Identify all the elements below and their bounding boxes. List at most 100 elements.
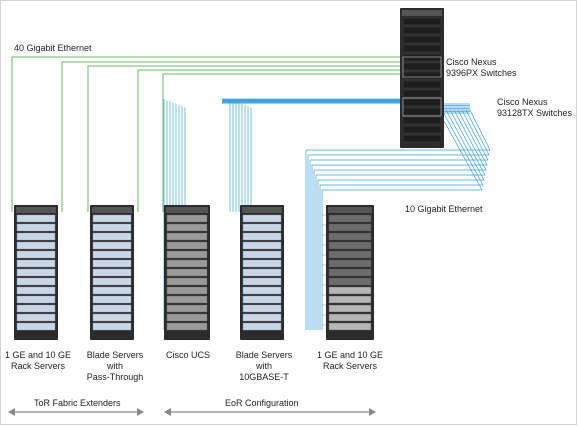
ucs-blade: [166, 295, 208, 304]
server-unit: [92, 277, 132, 286]
server-rack-1: [14, 205, 58, 340]
ten-gig-label: 10 Gigabit Ethernet: [405, 204, 483, 214]
leaf-switch-label-line2: 93128TX Switches: [497, 108, 573, 118]
ucs-blade: [166, 214, 208, 223]
server-unit: [92, 223, 132, 232]
blue-10ge-link: [319, 109, 484, 330]
rack-top-panel: [166, 207, 208, 213]
rack-caption-3: Cisco UCS: [165, 350, 210, 360]
server-rack-2: [90, 205, 134, 340]
rack-unit: [402, 62, 442, 71]
server-unit: [242, 295, 282, 304]
server-unit: [328, 313, 372, 322]
server-unit: [16, 268, 56, 277]
server-unit: [92, 214, 132, 223]
server-unit: [328, 259, 372, 268]
server-unit: [16, 223, 56, 232]
server-unit: [92, 268, 132, 277]
rack-unit: [402, 44, 442, 53]
server-unit: [328, 304, 372, 313]
tor-span-arrow: [8, 408, 144, 416]
rack-unit: [402, 125, 442, 134]
tor-fabric-extenders-label: ToR Fabric Extenders: [34, 398, 121, 408]
server-unit: [92, 313, 132, 322]
ucs-blade: [166, 322, 208, 331]
server-unit: [16, 304, 56, 313]
arrow-head-right: [137, 408, 144, 416]
rack-top-panel: [92, 207, 132, 213]
rack-unit: [402, 35, 442, 44]
blue-10ge-link: [307, 109, 490, 330]
server-unit: [328, 322, 372, 331]
server-unit: [16, 313, 56, 322]
server-unit: [16, 259, 56, 268]
server-unit: [328, 268, 372, 277]
ucs-blade: [166, 223, 208, 232]
server-unit: [242, 277, 282, 286]
server-unit: [328, 223, 372, 232]
blue-10ge-link: [305, 109, 491, 330]
forty-gig-label: 40 Gigabit Ethernet: [14, 43, 92, 53]
server-unit: [16, 250, 56, 259]
rack-unit: [402, 116, 442, 125]
server-unit: [328, 277, 372, 286]
rack-caption-1: 1 GE and 10 GE Rack Servers: [4, 350, 72, 371]
server-unit: [242, 214, 282, 223]
rack-unit: [402, 98, 442, 107]
server-unit: [92, 232, 132, 241]
ucs-blade: [166, 232, 208, 241]
rack-unit: [402, 134, 442, 143]
server-unit: [328, 214, 372, 223]
blue-10ge-link: [311, 109, 488, 330]
arrow-head-left: [164, 408, 171, 416]
ucs-blade: [166, 277, 208, 286]
blue-10ge-link: [321, 109, 483, 330]
server-unit: [242, 322, 282, 331]
server-unit: [242, 241, 282, 250]
server-unit: [242, 259, 282, 268]
server-unit: [242, 313, 282, 322]
server-unit: [242, 268, 282, 277]
server-unit: [16, 241, 56, 250]
leaf-switch-label-line1: Cisco Nexus: [497, 97, 548, 107]
server-rack-3: [164, 205, 210, 340]
server-unit: [92, 250, 132, 259]
server-unit: [328, 232, 372, 241]
ucs-blade: [166, 259, 208, 268]
server-unit: [16, 232, 56, 241]
server-unit: [92, 295, 132, 304]
ucs-blade: [166, 268, 208, 277]
ucs-blade: [166, 304, 208, 313]
leaf-switch-highlight: [402, 97, 442, 117]
ucs-blade: [166, 250, 208, 259]
rack-caption-4: Blade Servers with 10GBASE-T: [235, 350, 293, 382]
arrow-head-left: [8, 408, 15, 416]
server-unit: [16, 286, 56, 295]
eor-span-arrow: [164, 408, 376, 416]
ucs-blade: [166, 241, 208, 250]
blue-10ge-link: [313, 109, 487, 330]
ucs-blade: [166, 286, 208, 295]
blue-10ge-link: [317, 109, 485, 330]
server-unit: [242, 250, 282, 259]
server-unit: [242, 304, 282, 313]
rack-unit: [402, 89, 442, 98]
arrow-head-right: [369, 408, 376, 416]
green-40ge-link: [11, 56, 400, 212]
server-rack-5: [326, 205, 374, 340]
blue-10ge-link: [315, 109, 486, 330]
rack-unit: [402, 80, 442, 89]
server-unit: [242, 223, 282, 232]
server-unit: [16, 295, 56, 304]
server-unit: [16, 277, 56, 286]
rack-caption-5: 1 GE and 10 GE Rack Servers: [316, 350, 384, 371]
rack-unit: [402, 26, 442, 35]
green-40ge-link: [162, 73, 400, 212]
server-unit: [16, 214, 56, 223]
blue-10ge-link: [309, 109, 489, 330]
eor-configuration-label: EoR Configuration: [225, 398, 299, 408]
server-unit: [92, 322, 132, 331]
spine-leaf-switch-rack: [400, 8, 444, 148]
rack-unit: [402, 71, 442, 80]
